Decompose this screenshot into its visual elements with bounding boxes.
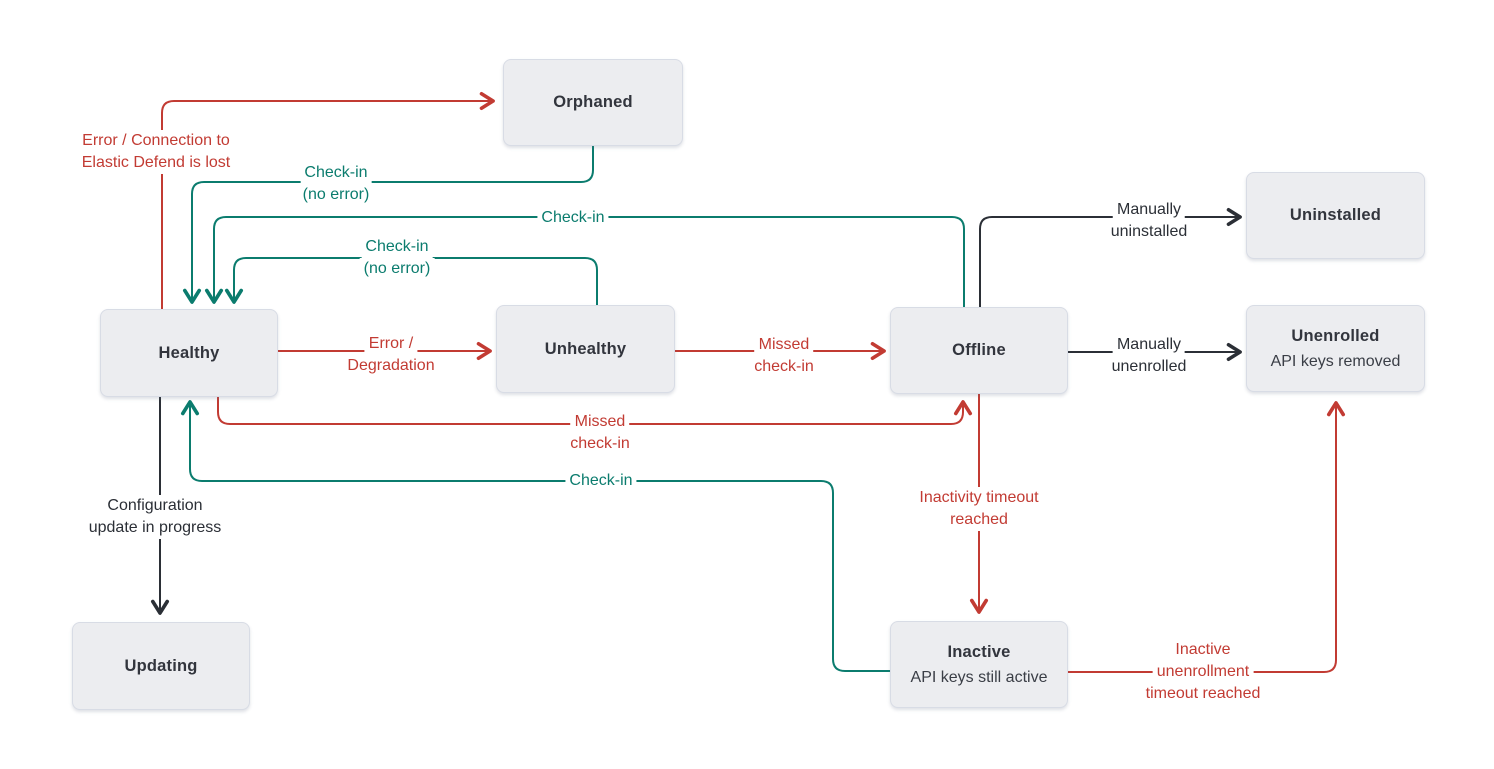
edge-label-line: Error / [364,333,418,355]
state-node-offline: Offline [890,307,1068,394]
edge-label-line: Check-in [565,470,637,492]
edge-label-line: uninstalled [1106,221,1192,243]
edge-label-line: (no error) [298,184,374,206]
state-node-healthy: Healthy [100,309,278,397]
edge-label-line: Elastic Defend is lost [77,152,235,174]
edge-label-checkin-offline: Check-in [537,207,609,229]
edge-label-line: Check-in [361,236,433,258]
state-node-title: Healthy [158,343,220,362]
edge-label-checkin-no-error-orphaned: Check-in (no error) [298,162,374,206]
edge-label-configuration-update: Configuration update in progress [84,495,226,539]
edge-label-line: Manually [1112,199,1186,221]
edge-label-line: Missed [570,411,630,433]
edge-offline-to-uninstalled [979,207,1242,307]
state-node-title: Updating [124,656,198,675]
state-node-uninstalled: Uninstalled [1246,172,1425,259]
state-node-inactive: Inactive API keys still active [890,621,1068,708]
edge-label-inactivity-timeout: Inactivity timeout reached [915,487,1043,531]
state-node-subtitle: API keys removed [1270,352,1401,370]
edge-label-error-connection-lost: Error / Connection to Elastic Defend is … [77,130,235,174]
state-node-title: Uninstalled [1289,206,1382,224]
state-node-title: Orphaned [553,93,633,111]
edge-label-line: Check-in [537,207,609,229]
edge-orphaned-to-healthy [182,145,594,304]
edge-inactive-to-healthy [180,400,890,672]
edge-label-manually-unenrolled: Manually unenrolled [1107,334,1191,378]
edge-label-line: check-in [750,356,818,378]
edge-label-line: Degradation [343,355,439,377]
state-node-subtitle: API keys still active [910,668,1048,686]
edge-label-line: Inactive [1171,639,1235,661]
edge-offline-to-healthy [204,216,965,307]
state-node-unenrolled: Unenrolled API keys removed [1246,305,1425,392]
edge-label-line: Error / Connection to [78,130,234,152]
edge-label-line: Inactivity timeout [915,487,1043,509]
edge-label-missed-checkin-healthy: Missed check-in [566,411,634,455]
edge-label-checkin-no-error-unhealthy: Check-in (no error) [359,236,435,280]
edge-label-line: check-in [566,433,634,455]
state-node-title: Offline [952,341,1006,359]
edge-label-missed-checkin-unhealthy: Missed check-in [750,334,818,378]
edge-label-line: Configuration [103,495,207,517]
edge-label-manually-uninstalled: Manually uninstalled [1106,199,1192,243]
edge-label-line: unenrollment [1152,661,1254,683]
state-node-unhealthy: Unhealthy [496,305,675,393]
state-node-title: Unhealthy [544,339,627,358]
edge-label-inactive-unenrollment-timeout: Inactive unenrollment timeout reached [1141,639,1265,705]
edge-label-line: timeout reached [1141,683,1265,705]
edge-healthy-to-orphaned [161,91,495,309]
edge-label-line: reached [946,509,1012,531]
edge-label-line: unenrolled [1107,356,1191,378]
edge-label-line: Check-in [300,162,372,184]
edge-label-line: (no error) [359,258,435,280]
edge-label-line: Missed [754,334,814,356]
state-node-title: Inactive [947,642,1011,661]
edge-label-line: Manually [1112,334,1186,356]
edge-inactive-to-unenrolled [1068,401,1346,673]
state-node-title: Unenrolled [1291,326,1380,345]
edge-label-error-degradation: Error / Degradation [343,333,439,377]
state-node-updating: Updating [72,622,250,710]
edge-label-line: update in progress [84,517,226,539]
edge-label-checkin-inactive: Check-in [565,470,637,492]
state-node-orphaned: Orphaned [503,59,683,146]
